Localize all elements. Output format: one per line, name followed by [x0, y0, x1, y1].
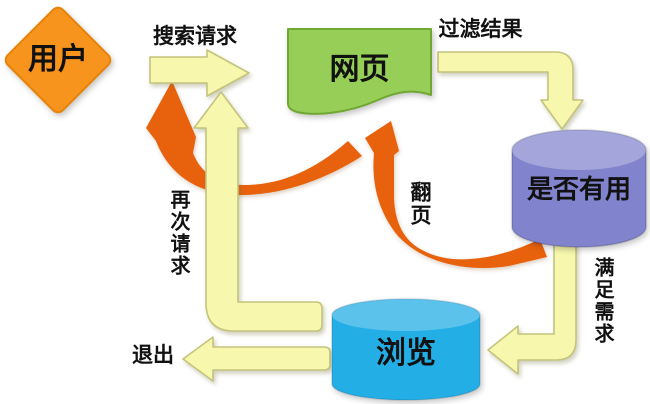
useful-cylinder: [511, 129, 647, 248]
filter-results-arrow: [437, 51, 584, 130]
browse-cylinder: [331, 298, 481, 401]
user-node-label: 用户: [28, 43, 88, 76]
page-turn-label: 翻页: [408, 181, 431, 227]
useful-node-label: 是否有用: [526, 174, 631, 204]
satisfy-needs-label: 满足需求: [591, 257, 613, 345]
webpage-node-label: 网页: [329, 53, 390, 86]
exit-label: 退出: [132, 344, 174, 367]
filter-results-label: 过滤结果: [438, 18, 523, 41]
page-turn-curved-arrow: [365, 121, 547, 268]
browse-node-label: 浏览: [376, 337, 436, 370]
search-request-label: 搜索请求: [153, 25, 237, 48]
user-diamond: [4, 6, 112, 114]
exit-arrow: [182, 336, 331, 382]
search-request-arrow: [149, 49, 250, 97]
again-request-label: 再次请求: [167, 189, 189, 277]
again-request-arrow: [193, 91, 323, 332]
retry-curved-arrow: [146, 81, 362, 196]
useful-cylinder-top: [512, 130, 646, 170]
webpage-document: [287, 28, 432, 115]
browse-cylinder-top: [332, 299, 480, 331]
satisfy-needs-arrow: [487, 243, 577, 375]
